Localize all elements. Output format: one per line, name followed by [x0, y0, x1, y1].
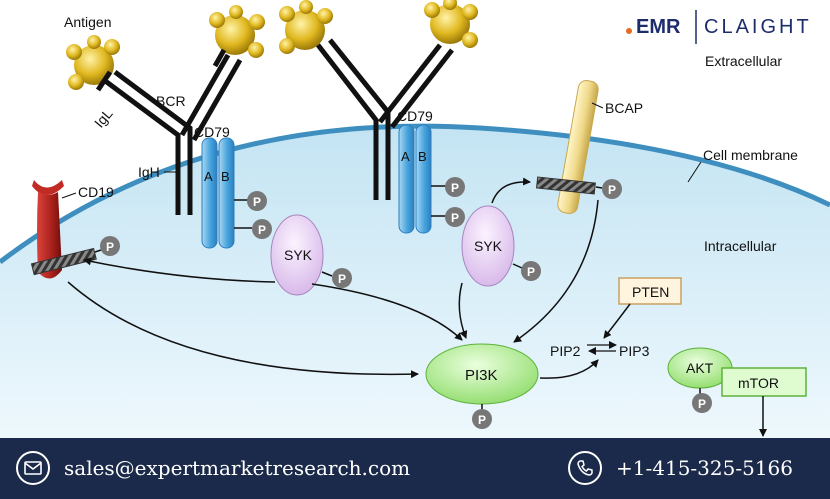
- bcap-label: BCAP: [605, 100, 643, 116]
- cell-membrane-label: Cell membrane: [703, 147, 798, 163]
- svg-text:SYK: SYK: [284, 247, 313, 263]
- phospho-icon: P: [445, 207, 465, 227]
- phospho-icon: P: [445, 177, 465, 197]
- igl-label: IgL: [91, 105, 116, 130]
- signal-arrows: [67, 177, 631, 379]
- svg-text:PI3K: PI3K: [465, 367, 498, 384]
- svg-text:P: P: [258, 223, 266, 237]
- phospho-icon: P: [472, 409, 492, 429]
- svg-text:P: P: [698, 397, 706, 411]
- phone-contact[interactable]: +1-415-325-5166: [568, 451, 793, 485]
- antigen-icon: [66, 35, 120, 90]
- igh-label: IgH: [138, 164, 160, 180]
- cd79-right-label: CD79: [397, 108, 433, 124]
- mtor-box: mTOR: [721, 367, 807, 397]
- pip2-label: PIP2: [550, 343, 581, 359]
- bcap-receptor: [535, 80, 603, 214]
- pi3k-node: PI3K: [425, 343, 539, 410]
- antigen-icon: [424, 0, 478, 48]
- svg-text:PTEN: PTEN: [632, 284, 669, 300]
- emr-claight-logo: EMR CLAIGHT: [626, 10, 812, 44]
- contact-footer: sales@expertmarketresearch.com +1-415-32…: [0, 438, 830, 499]
- svg-text:SYK: SYK: [474, 238, 503, 254]
- svg-text:CLAIGHT: CLAIGHT: [704, 16, 812, 38]
- svg-text:P: P: [478, 413, 486, 427]
- phospho-icon: P: [332, 268, 352, 288]
- cd79-left-label: CD79: [194, 124, 230, 140]
- cell-membrane: [0, 123, 830, 264]
- svg-text:P: P: [451, 211, 459, 225]
- svg-text:EMR: EMR: [636, 16, 681, 38]
- envelope-icon: [16, 451, 50, 485]
- cell-interior: [0, 126, 830, 438]
- pip3-label: PIP3: [619, 343, 650, 359]
- svg-text:P: P: [338, 272, 346, 286]
- svg-text:B: B: [221, 169, 230, 184]
- bcr-signaling-diagram: EMR CLAIGHT Extracellular Cell membrane …: [0, 0, 830, 438]
- phone-icon: [568, 451, 602, 485]
- intracellular-label: Intracellular: [704, 238, 777, 254]
- phospho-icon: P: [247, 191, 267, 211]
- extracellular-label: Extracellular: [705, 53, 782, 69]
- syk-left: SYK: [270, 214, 333, 296]
- svg-text:mTOR: mTOR: [738, 375, 779, 391]
- email-contact[interactable]: sales@expertmarketresearch.com: [16, 451, 410, 485]
- phospho-icon: P: [100, 236, 120, 256]
- phospho-icon: P: [252, 219, 272, 239]
- svg-text:P: P: [106, 240, 114, 254]
- svg-text:P: P: [451, 181, 459, 195]
- bcr-right: A B: [279, 0, 478, 234]
- bcr-left: A B: [66, 5, 265, 249]
- phospho-icon: P: [602, 179, 622, 199]
- cd19-receptor: [30, 180, 105, 279]
- svg-text:P: P: [253, 195, 261, 209]
- phosphate-groups: P P P P P P P P P P: [100, 177, 712, 429]
- syk-right: SYK: [461, 205, 523, 287]
- cd19-label: CD19: [78, 184, 114, 200]
- phone-number[interactable]: +1-415-325-5166: [616, 456, 794, 480]
- svg-text:A: A: [401, 149, 410, 164]
- antigen-icon: [279, 0, 333, 54]
- phospho-icon: P: [521, 261, 541, 281]
- email-link[interactable]: sales@expertmarketresearch.com: [64, 456, 411, 480]
- svg-text:P: P: [527, 265, 535, 279]
- antigen-icon: [209, 5, 265, 58]
- pten-box: PTEN: [618, 277, 682, 305]
- svg-text:AKT: AKT: [686, 360, 714, 376]
- phospho-icon: P: [692, 393, 712, 413]
- svg-text:A: A: [204, 169, 213, 184]
- svg-text:P: P: [608, 183, 616, 197]
- antigen-label: Antigen: [64, 14, 111, 30]
- svg-text:B: B: [418, 149, 427, 164]
- bcr-label: BCR: [156, 93, 186, 109]
